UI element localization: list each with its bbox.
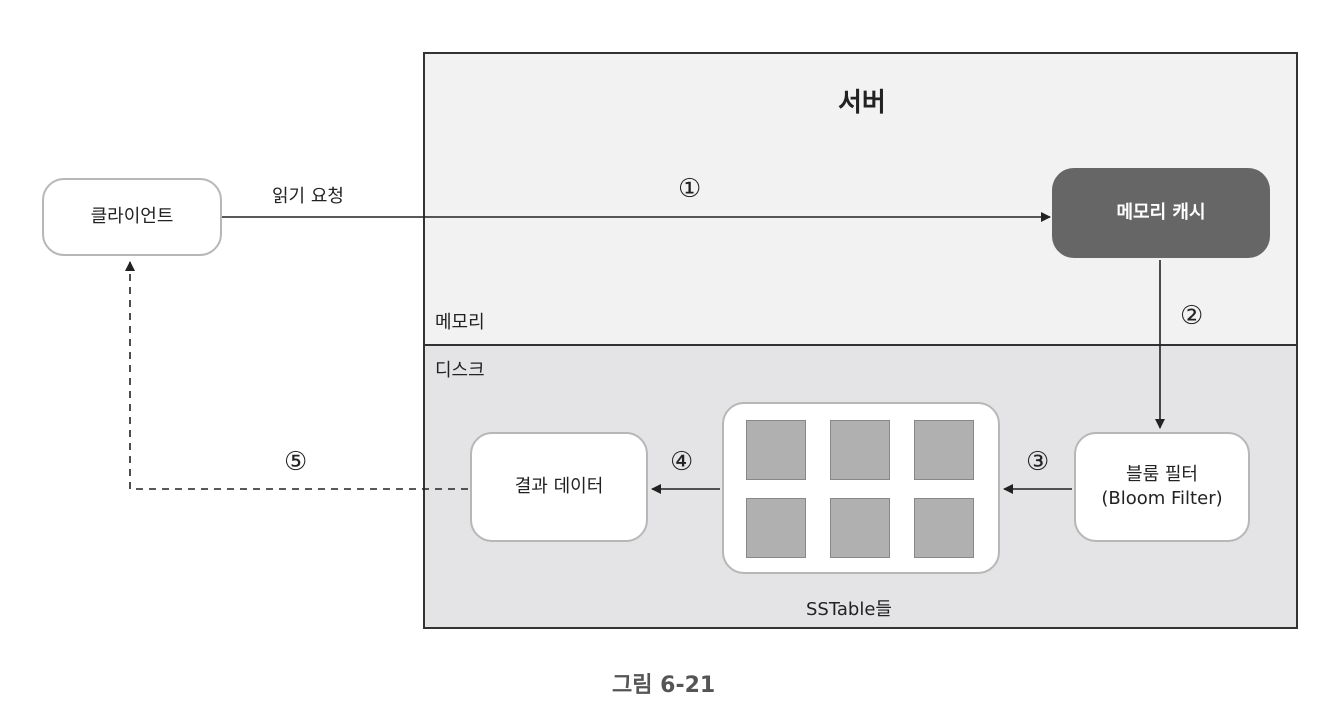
bloom-filter-line1: 블룸 필터 (1126, 463, 1198, 485)
step-5-marker: ⑤ (284, 447, 308, 477)
server-title: 서버 (838, 88, 886, 118)
step-3-marker: ③ (1026, 447, 1050, 477)
step-4-marker: ④ (670, 447, 694, 477)
client-node: 클라이언트 (42, 178, 222, 256)
read-request-label: 읽기 요청 (272, 186, 344, 207)
sstable-cell (914, 498, 974, 558)
arrow-result-to-client (125, 261, 468, 490)
result-data-label: 결과 데이터 (514, 475, 604, 497)
sstable-cell (830, 420, 890, 480)
bloom-filter-node: 블룸 필터 (Bloom Filter) (1074, 432, 1250, 542)
disk-label: 디스크 (435, 360, 485, 381)
sstable-cell (746, 420, 806, 480)
result-data-node: 결과 데이터 (470, 432, 648, 542)
sstable-cell (830, 498, 890, 558)
step-2-marker: ② (1180, 301, 1204, 331)
figure-caption: 그림 6-21 (612, 673, 716, 698)
memory-label: 메모리 (435, 312, 485, 333)
step-1-marker: ① (678, 174, 702, 204)
sstable-cell (746, 498, 806, 558)
memory-cache-label: 메모리 캐시 (1116, 201, 1206, 223)
sstables-label: SSTable들 (806, 599, 892, 620)
sstable-cell (914, 420, 974, 480)
bloom-filter-line2: (Bloom Filter) (1101, 488, 1223, 509)
memory-cache-node: 메모리 캐시 (1052, 168, 1270, 258)
sstables-node (722, 402, 1000, 574)
client-label: 클라이언트 (90, 205, 174, 227)
